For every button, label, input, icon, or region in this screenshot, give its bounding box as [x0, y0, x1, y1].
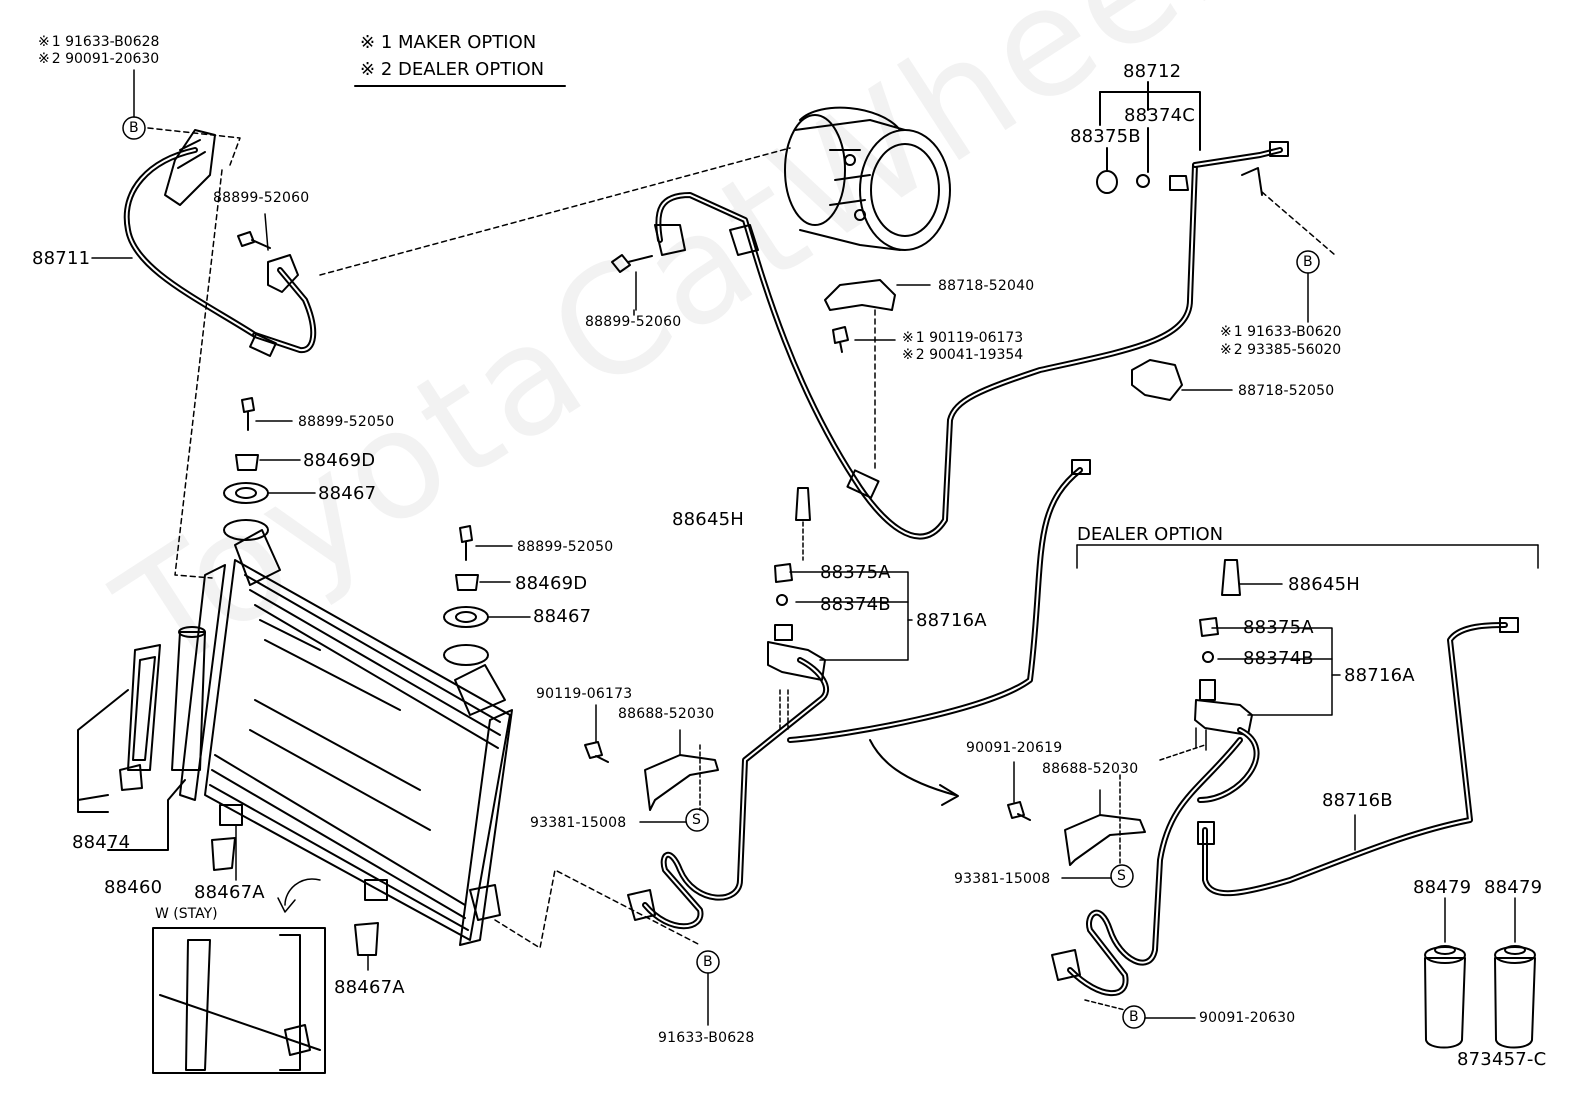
label-90091-20619: 90091-20619 [966, 740, 1063, 756]
label-88467-a: 88467 [318, 483, 377, 504]
note-tl-1: ※1 91633-B0628 [38, 34, 159, 50]
label-88899-52060-b: 88899-52060 [585, 314, 682, 330]
label-88718-52040: 88718-52040 [938, 278, 1035, 294]
reference-mark: ※ [38, 34, 50, 50]
dealer-option-header: DEALER OPTION [1077, 524, 1224, 545]
label-88479-a: 88479 [1413, 877, 1472, 898]
marker-b-dealer: B [1129, 1009, 1139, 1025]
label-88375A-a: 88375A [820, 562, 891, 583]
note-r-1: ※1 91633-B0620 [1220, 324, 1341, 340]
mount-stack-right-art [443, 525, 531, 666]
label-88899-52050-b: 88899-52050 [517, 539, 614, 555]
label-88375A-b: 88375A [1243, 617, 1314, 638]
marker-b-topleft: B [129, 120, 139, 136]
label-88374C: 88374C [1124, 105, 1196, 126]
note-r-2: ※2 93385-56020 [1220, 342, 1341, 358]
suction-hose-art [611, 141, 1289, 540]
reference-mark: ※ [360, 59, 376, 80]
label-90091-20630: 90091-20630 [1199, 1010, 1296, 1026]
note-tl-1-text: 1 91633-B0628 [51, 34, 160, 50]
reference-mark: ※ [902, 347, 914, 363]
inset-frame [152, 927, 326, 1074]
note-r-2-text: 2 93385-56020 [1233, 342, 1342, 358]
reference-mark: ※ [38, 51, 50, 67]
label-88460: 88460 [104, 877, 163, 898]
marker-b-right: B [1303, 254, 1313, 270]
label-88712: 88712 [1123, 61, 1182, 82]
label-88374B-b: 88374B [1243, 648, 1314, 669]
label-91633-B0628: 91633-B0628 [658, 1030, 755, 1046]
legend-maker: ※ 1 MAKER OPTION [360, 32, 537, 53]
label-88467-b: 88467 [533, 606, 592, 627]
label-88467A-a: 88467A [194, 882, 265, 903]
label-88899-52060-a: 88899-52060 [213, 190, 310, 206]
label-88688-52030-b: 88688-52030 [1042, 761, 1139, 777]
label-88716A-a: 88716A [916, 610, 987, 631]
label-88645H-b: 88645H [1288, 574, 1360, 595]
legend-maker-text: MAKER OPTION [398, 32, 537, 53]
marker-s-center: S [692, 812, 702, 828]
compressor-art [784, 106, 951, 251]
reference-mark: ※ [1220, 342, 1232, 358]
note-r-1-text: 1 91633-B0620 [1233, 324, 1342, 340]
label-88467A-b: 88467A [334, 977, 405, 998]
label-88469D-a: 88469D [303, 450, 376, 471]
reference-mark: ※ [360, 32, 376, 53]
note-mid-2-text: 2 90041-19354 [915, 347, 1024, 363]
diagram-id: 873457-C [1457, 1049, 1547, 1070]
marker-s-dealer: S [1117, 868, 1127, 884]
note-mid-1: ※1 90119-06173 [902, 330, 1023, 346]
label-88716B: 88716B [1322, 790, 1393, 811]
mount-stack-left-art [223, 397, 316, 541]
liquid-line-center-art [584, 459, 1091, 930]
condenser-art [179, 529, 513, 946]
note-tl-2-text: 2 90091-20630 [51, 51, 160, 67]
reference-mark: ※ [1220, 324, 1232, 340]
reference-mark: ※ [902, 330, 914, 346]
inset-art [159, 934, 321, 1071]
label-88645H-a: 88645H [672, 509, 744, 530]
note-mid-2: ※2 90041-19354 [902, 347, 1023, 363]
marker-b-bottom: B [703, 954, 713, 970]
legend-dealer: ※ 2 DEALER OPTION [360, 59, 545, 80]
label-90119-06173: 90119-06173 [536, 686, 633, 702]
label-88479-b: 88479 [1484, 877, 1543, 898]
label-88688-52030-a: 88688-52030 [618, 706, 715, 722]
label-88899-52050-a: 88899-52050 [298, 414, 395, 430]
dealer-option-art [1007, 559, 1536, 1049]
label-88374B-a: 88374B [820, 594, 891, 615]
label-93381-15008-a: 93381-15008 [530, 815, 627, 831]
inset-title: W (STAY) [155, 906, 218, 922]
label-93381-15008-b: 93381-15008 [954, 871, 1051, 887]
label-88711: 88711 [32, 248, 91, 269]
note-tl-2: ※2 90091-20630 [38, 51, 159, 67]
88712-group-art [1096, 81, 1201, 194]
hose-88711-art [123, 129, 317, 357]
label-88474: 88474 [72, 832, 131, 853]
note-mid-1-text: 1 90119-06173 [915, 330, 1024, 346]
receiver-art [77, 626, 206, 851]
label-88716A-b: 88716A [1344, 665, 1415, 686]
label-88469D-b: 88469D [515, 573, 588, 594]
label-88375B: 88375B [1070, 126, 1141, 147]
label-88718-52050: 88718-52050 [1238, 383, 1335, 399]
legend-dealer-text: DEALER OPTION [398, 59, 545, 80]
